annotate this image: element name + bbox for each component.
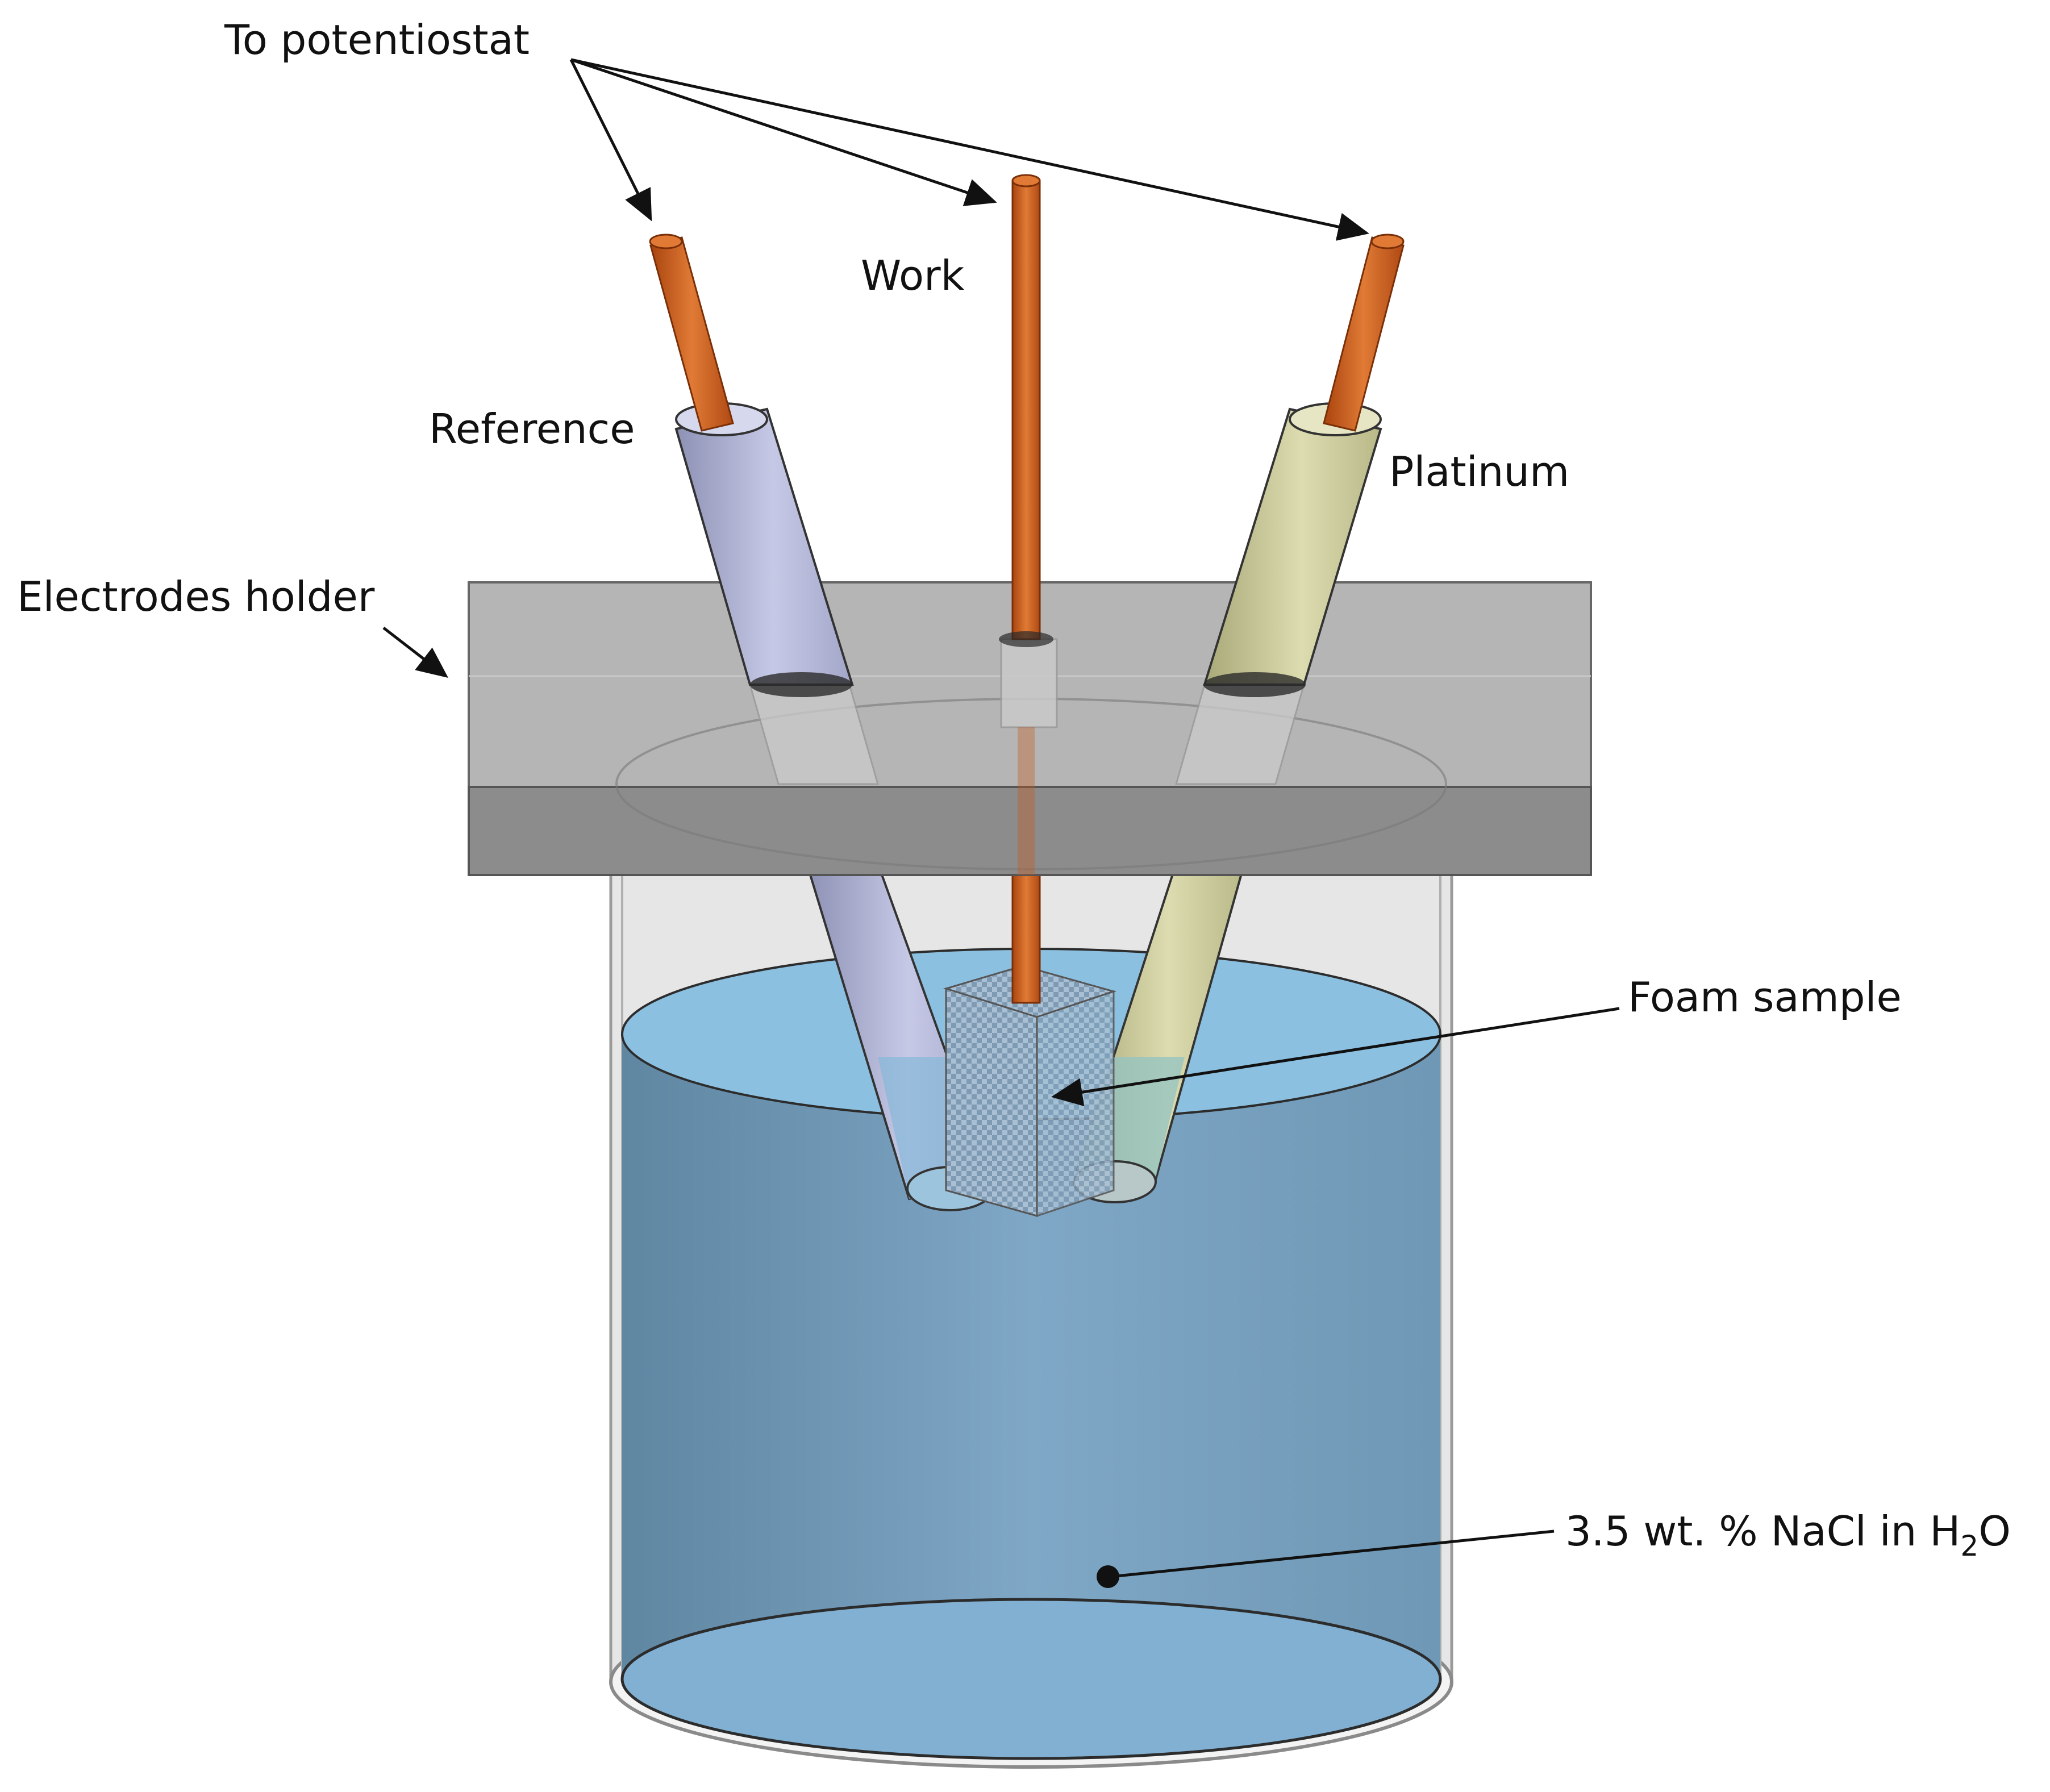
annotation-arrows: [382, 58, 1620, 1578]
label-reference: Reference: [429, 405, 635, 453]
label-work: Work: [861, 252, 965, 299]
platinum-electrode-upper: [1203, 234, 1405, 697]
arrow-to-work: [570, 58, 997, 206]
work-electrode-upper: [999, 174, 1053, 647]
arrow-to-holder: [382, 627, 448, 678]
arrow-to-platinum: [570, 58, 1369, 241]
work-electrode-lower: [1011, 862, 1041, 1004]
label-foam-sample: Foam sample: [1628, 973, 1902, 1021]
label-solution: 3.5 wt. % NaCl in H2O: [1565, 1507, 2011, 1562]
label-solution-tail: O: [1978, 1507, 2011, 1555]
arrow-to-foam: [1051, 1007, 1620, 1107]
label-electrodes-holder: Electrodes holder: [17, 573, 375, 620]
label-solution-main: 3.5 wt. % NaCl in H: [1565, 1507, 1960, 1555]
reference-electrode-upper: [649, 234, 854, 697]
label-solution-subscript: 2: [1960, 1530, 1978, 1562]
electrolyte: [620, 948, 1442, 1760]
label-platinum: Platinum: [1389, 448, 1569, 495]
arrow-to-reference: [569, 59, 652, 222]
label-to-potentiostat: To potentiostat: [224, 16, 530, 64]
solution-pointer-dot: [1097, 1565, 1119, 1588]
pointer-to-solution: [1110, 1530, 1555, 1578]
